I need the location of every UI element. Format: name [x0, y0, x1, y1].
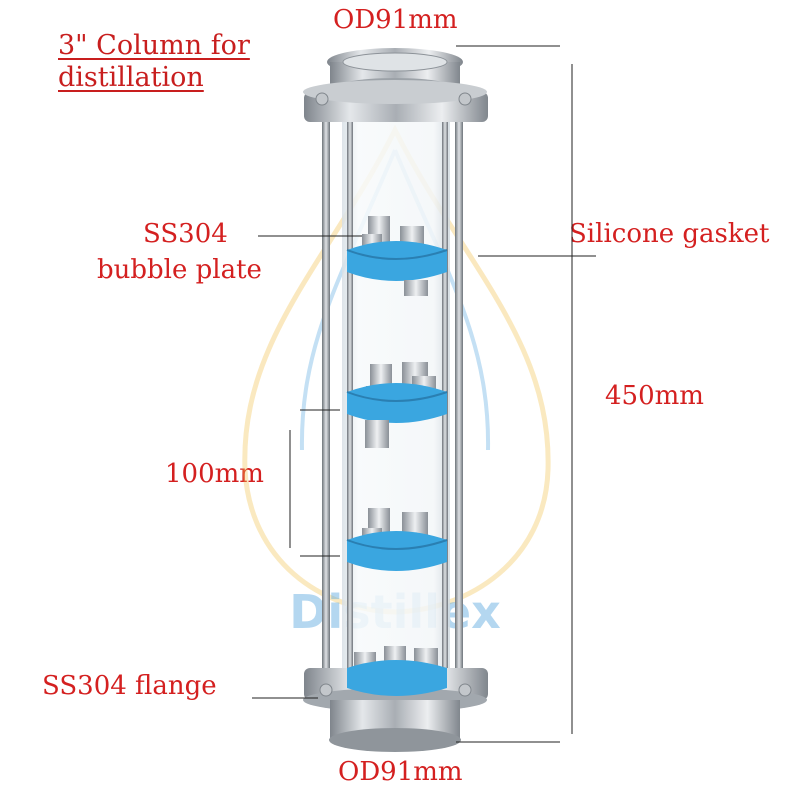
flange-label: SS304 flange	[42, 671, 217, 701]
bubble-plate-4	[347, 646, 447, 696]
product-title: 3" Column for distillation	[58, 30, 250, 95]
title-line-2: distillation	[58, 62, 204, 94]
top-flange	[303, 48, 488, 122]
bubble-plate-3	[346, 508, 448, 571]
bubble-plate-1	[346, 216, 448, 296]
height-label: 450mm	[605, 381, 704, 411]
rod-left-front	[322, 110, 330, 700]
bubble-plate-2	[346, 362, 448, 448]
dimension-lines	[252, 45, 596, 743]
spacing-label: 100mm	[165, 459, 264, 489]
silicone-gasket-label: Silicone gasket	[569, 219, 770, 249]
rod-right-front	[455, 110, 463, 700]
title-line-1: 3" Column for	[58, 30, 250, 61]
od-top-label: OD91mm	[333, 5, 458, 35]
od-bottom-label: OD91mm	[338, 757, 463, 787]
bubble-plate-label-line1: SS304	[143, 219, 228, 249]
bubble-plate-label-line2: bubble plate	[97, 255, 262, 285]
